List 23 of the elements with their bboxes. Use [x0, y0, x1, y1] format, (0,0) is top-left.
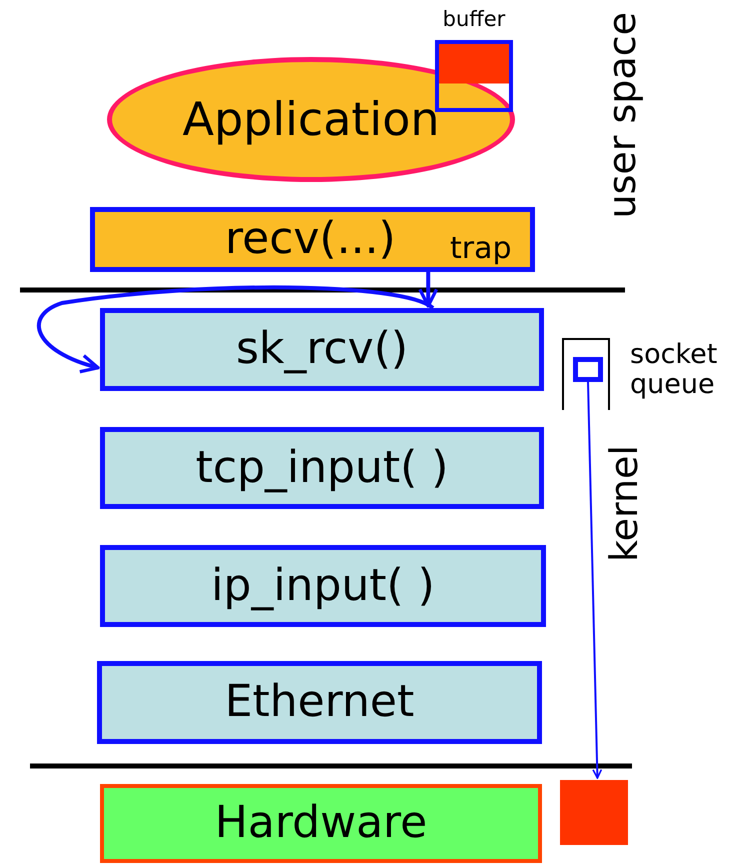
trap-label: trap	[450, 232, 512, 265]
node-label: recv(...)	[225, 215, 396, 264]
arrow	[587, 382, 602, 779]
recv-box	[90, 207, 535, 272]
hardware-box	[100, 784, 542, 863]
node-label: sk_rcv()	[234, 325, 410, 374]
layer-box	[100, 427, 544, 509]
node-label: ip_input( )	[210, 562, 436, 610]
queue-label: socket queue	[630, 340, 718, 400]
packet-box	[573, 357, 603, 382]
node-label: Hardware	[214, 799, 428, 848]
layer-box	[97, 661, 542, 744]
node-label: Ethernet	[224, 678, 416, 727]
node-label: tcp_input( )	[194, 444, 450, 492]
packet-box	[560, 780, 628, 845]
arrow	[37, 286, 434, 373]
layer-box	[100, 308, 544, 391]
buffer-label: buffer	[442, 8, 506, 32]
node-label: Application	[181, 94, 441, 145]
arrow	[418, 272, 438, 308]
region-label: kernel	[604, 445, 646, 562]
layer-box	[100, 545, 546, 627]
region-label: user space	[602, 12, 644, 218]
